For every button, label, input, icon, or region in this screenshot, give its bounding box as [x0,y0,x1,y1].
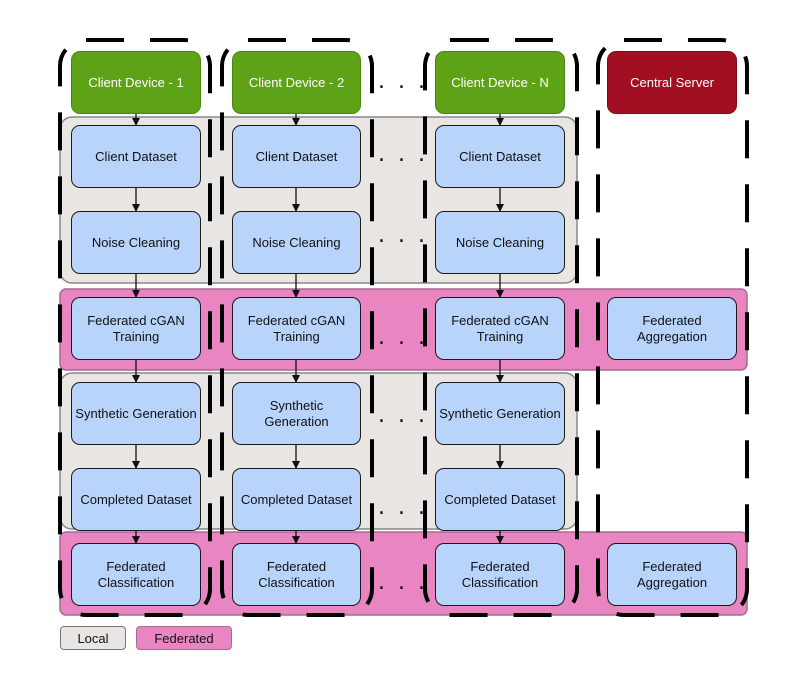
ellipsis-cgan-training: . . . [378,325,428,350]
server-federated-aggregation-2: Federated Aggregation [607,543,737,606]
client-1-noise-cleaning: Noise Cleaning [71,211,201,274]
client-2-noise-cleaning: Noise Cleaning [232,211,361,274]
client-n-client-dataset: Client Dataset [435,125,565,188]
flow-arrows [132,114,504,544]
client-2-completed-dataset: Completed Dataset [232,468,361,531]
column-outline-client-1 [58,38,212,617]
ellipsis-client-dataset: . . . [378,142,428,167]
client-1-synthetic-generation: Synthetic Generation [71,382,201,445]
column-outline-client-2 [220,38,374,617]
client-1-federated-cgan-training: Federated cGAN Training [71,297,201,360]
ellipsis-classification: . . . [378,570,428,595]
client-device-2-header: Client Device - 2 [232,51,361,114]
client-device-1-header: Client Device - 1 [71,51,201,114]
ellipsis-header: . . . [378,69,428,94]
column-outline-server [596,38,749,617]
client-1-completed-dataset: Completed Dataset [71,468,201,531]
client-device-n-header: Client Device - N [435,51,565,114]
client-n-synthetic-generation: Synthetic Generation [435,382,565,445]
legend-local: Local [60,626,126,650]
client-n-federated-classification: Federated Classification [435,543,565,606]
ellipsis-completed-dataset: . . . [378,495,428,520]
client-2-federated-classification: Federated Classification [232,543,361,606]
client-1-client-dataset: Client Dataset [71,125,201,188]
legend-federated: Federated [136,626,232,650]
ellipsis-synthetic-generation: . . . [378,403,428,428]
client-2-client-dataset: Client Dataset [232,125,361,188]
server-federated-aggregation-1: Federated Aggregation [607,297,737,360]
client-n-federated-cgan-training: Federated cGAN Training [435,297,565,360]
ellipsis-noise-cleaning: . . . [378,223,428,248]
client-n-completed-dataset: Completed Dataset [435,468,565,531]
client-2-federated-cgan-training: Federated cGAN Training [232,297,361,360]
column-outline-client-n [423,38,579,617]
central-server-header: Central Server [607,51,737,114]
client-n-noise-cleaning: Noise Cleaning [435,211,565,274]
client-1-federated-classification: Federated Classification [71,543,201,606]
client-2-synthetic-generation: Synthetic Generation [232,382,361,445]
